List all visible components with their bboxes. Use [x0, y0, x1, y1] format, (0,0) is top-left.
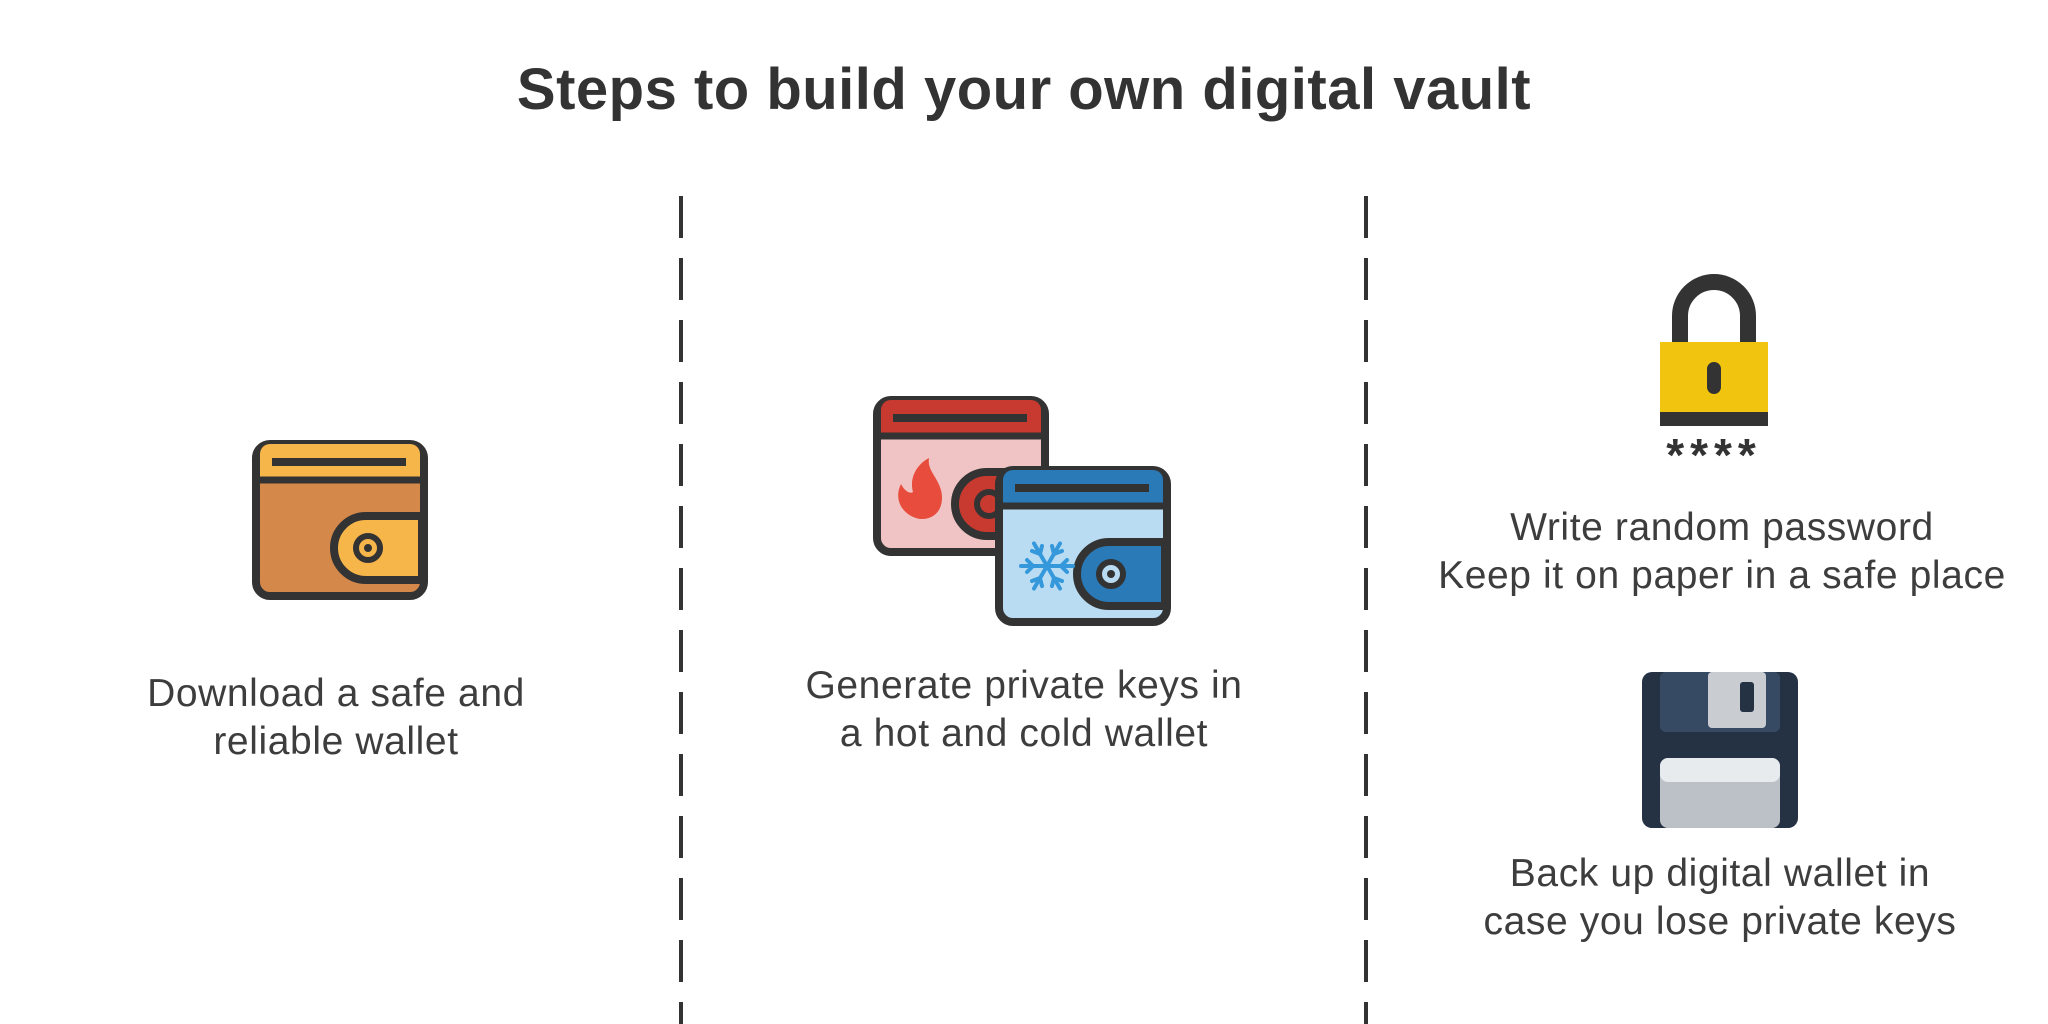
padlock-icon [1660, 274, 1768, 426]
column-divider-right [1364, 196, 1368, 1024]
step-1-line-1: Download a safe and [147, 672, 525, 715]
step-3-line-2: Keep it on paper in a safe place [1438, 554, 2006, 597]
floppy-disk-icon [1642, 672, 1798, 828]
step-3-caption: Write random password Keep it on paper i… [1402, 504, 2042, 600]
step-2-caption: Generate private keys in a hot and cold … [764, 662, 1284, 758]
wallet-icon [252, 440, 428, 600]
cold-wallet-icon [995, 466, 1171, 626]
page-title: Steps to build your own digital vault [516, 57, 1532, 122]
step-4-caption: Back up digital wallet in case you lose … [1420, 850, 2020, 946]
step-1-caption: Download a safe and reliable wallet [86, 670, 586, 766]
step-2-line-2: a hot and cold wallet [839, 712, 1209, 755]
step-2-line-1: Generate private keys in [805, 664, 1243, 707]
step-1-line-2: reliable wallet [213, 720, 459, 763]
snowflake-icon [1019, 541, 1075, 591]
step-4-line-1: Back up digital wallet in [1509, 852, 1931, 895]
password-mask: **** [1666, 429, 1762, 481]
column-divider-left [679, 196, 683, 1024]
step-3-line-1: Write random password [1510, 506, 1934, 549]
hot-cold-wallets-icon [873, 396, 1171, 626]
flame-icon [898, 458, 943, 520]
step-4-line-2: case you lose private keys [1483, 900, 1957, 943]
